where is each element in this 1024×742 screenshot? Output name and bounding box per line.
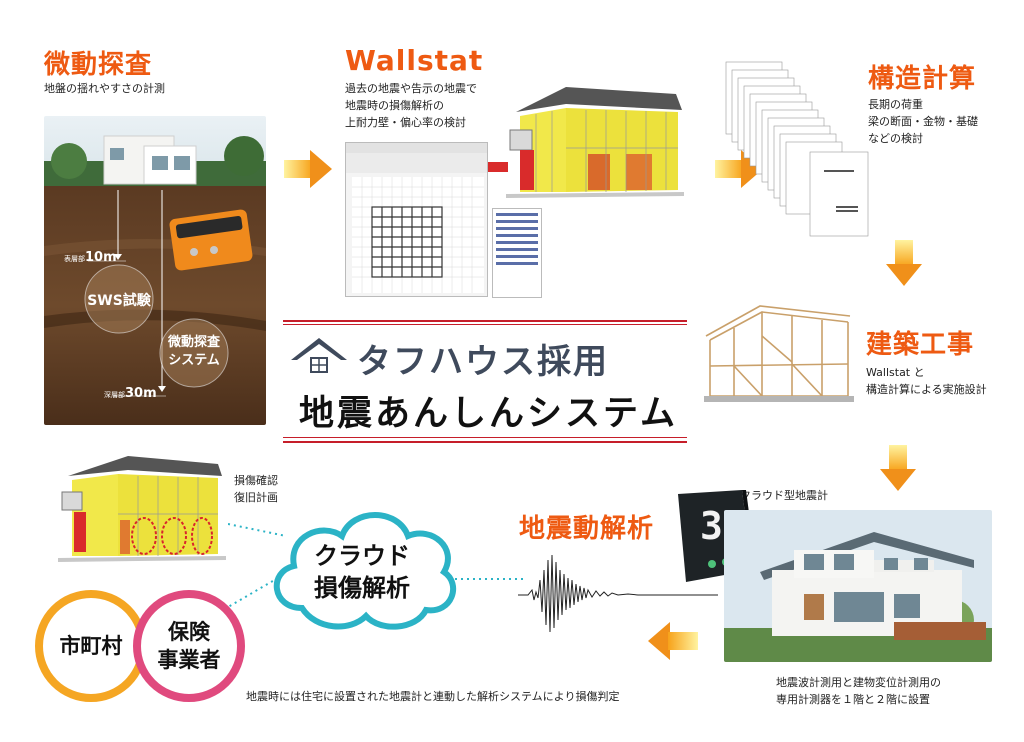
damage-label-1: 損傷確認 — [234, 474, 278, 487]
banner-bottom-line — [283, 441, 687, 443]
timber-frame-house — [700, 296, 858, 406]
ground-survey-illustration: 表層部10m 深層部30m SWS試験 微動探査 システム — [44, 116, 266, 425]
sws-test-label: SWS試験 — [87, 293, 151, 309]
house-logo-icon — [289, 334, 349, 380]
damaged-house-model — [58, 456, 226, 564]
footer-note: 地震時には住宅に設置された地震計と連動した解析システムにより損傷判定 — [246, 690, 620, 703]
wallstat-result-list — [492, 208, 542, 298]
banner-top-line — [283, 320, 687, 322]
wallstat-desc-2: 地震時の損傷解析の — [345, 99, 444, 112]
connector-line — [455, 568, 525, 580]
seismic-desc-2: 専用計測器を１階と２階に設置 — [776, 693, 930, 706]
cloud-label-1: クラウド — [314, 542, 410, 570]
depth-shallow-value: 10m — [85, 250, 117, 265]
construction-desc-2: 構造計算による実施設計 — [866, 383, 987, 396]
construction-desc-1: Wallstat と — [866, 366, 925, 379]
wallstat-desc-3: 上耐力壁・偏心率の検討 — [345, 116, 466, 129]
arrow-down-icon — [880, 445, 916, 493]
wallstat-house-model — [506, 82, 684, 200]
structural-desc-2: 梁の断面・金物・基礎 — [868, 115, 978, 128]
calculation-document-stack — [724, 60, 870, 238]
wallstat-software-window — [345, 142, 488, 297]
depth-deep-label: 深層部 — [104, 391, 125, 399]
banner-subtitle: 地震あんしんシステム — [299, 394, 678, 434]
structural-desc-3: などの検討 — [868, 132, 923, 145]
microtremor-system-label-1: 微動探査 — [167, 335, 220, 350]
structural-title: 構造計算 — [868, 64, 977, 94]
damage-label-2: 復旧計画 — [234, 491, 278, 504]
wallstat-red-button — [488, 162, 508, 172]
cloud-label-2: 損傷解析 — [314, 574, 410, 602]
banner-title: タフハウス採用 — [357, 342, 609, 382]
seismic-waveform — [518, 540, 718, 640]
municipality-circle: 市町村 — [35, 590, 147, 702]
banner-top-line-thin — [283, 324, 687, 325]
arrow-right-icon — [284, 150, 334, 188]
seismic-desc-1: 地震波計測用と建物変位計測用の — [776, 676, 941, 689]
arrow-down-icon — [886, 240, 922, 288]
insurer-label-2: 事業者 — [157, 648, 221, 672]
connector-line — [227, 520, 288, 540]
seismometer-digit-display: 3 — [700, 504, 723, 548]
wallstat-title: Wallstat — [345, 44, 484, 77]
seismometer-label: クラウド型地震計 — [740, 489, 828, 502]
microtremor-desc: 地盤の揺れやすさの計測 — [44, 82, 165, 95]
depth-deep-value: 30m — [125, 386, 157, 401]
seismic-title: 地震動解析 — [519, 514, 655, 544]
microtremor-title: 微動探査 — [44, 50, 153, 80]
microtremor-system-label-2: システム — [168, 353, 220, 368]
arrow-left-icon — [648, 622, 698, 660]
insurer-circle: 保険 事業者 — [133, 590, 245, 702]
wallstat-desc-1: 過去の地震や告示の地震で — [345, 82, 477, 95]
construction-title: 建築工事 — [866, 330, 975, 360]
depth-shallow-label: 表層部 — [64, 255, 85, 263]
banner-bottom-line-thin — [283, 437, 687, 438]
house-photo — [724, 510, 992, 662]
cloud-shape: クラウド 損傷解析 — [262, 496, 462, 638]
structural-desc-1: 長期の荷重 — [868, 98, 923, 111]
municipality-label: 市町村 — [59, 634, 123, 658]
insurer-label-1: 保険 — [168, 620, 210, 644]
